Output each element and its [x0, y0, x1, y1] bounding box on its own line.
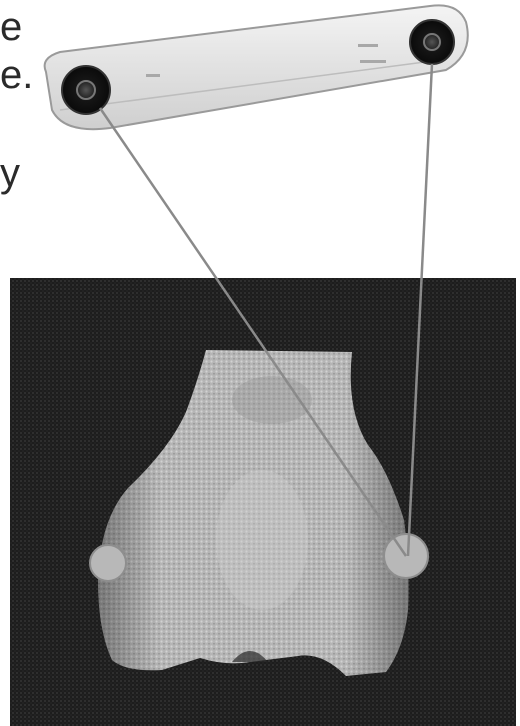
text-fragment-3: y — [0, 151, 20, 195]
camera-lens-left-icon — [62, 66, 110, 114]
device-indicator — [360, 60, 386, 63]
depth-camera-device — [45, 5, 468, 129]
device-indicator — [146, 74, 160, 77]
marker-left-icon — [90, 545, 126, 581]
text-fragment-1: e — [0, 5, 22, 49]
device-indicator — [358, 44, 378, 47]
camera-lens-right-icon — [410, 20, 454, 64]
text-fragment-2: e. — [0, 53, 33, 97]
